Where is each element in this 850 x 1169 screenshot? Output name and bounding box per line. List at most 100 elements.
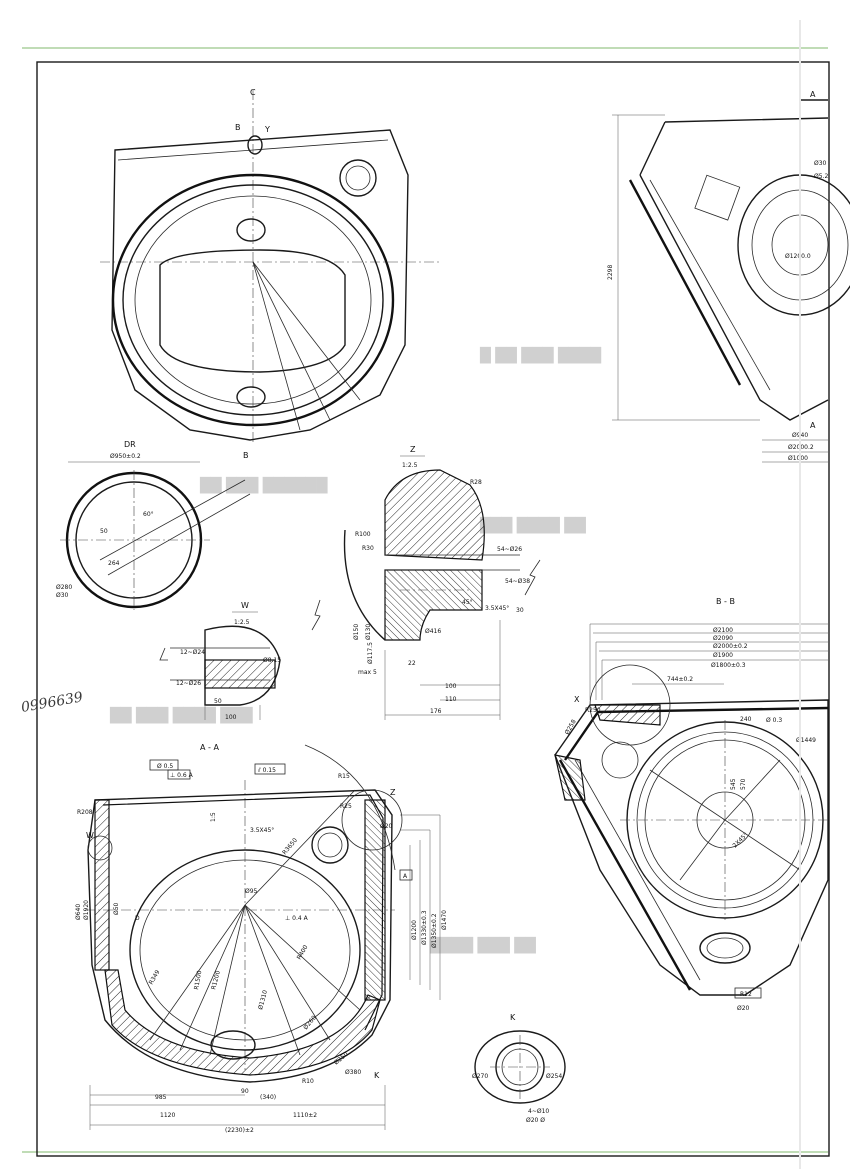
svg-text:(2230)±2: (2230)±2 — [225, 1127, 254, 1134]
svg-text:⊥ 0.4 A: ⊥ 0.4 A — [285, 915, 309, 922]
svg-text:3.5X45°: 3.5X45° — [250, 827, 274, 834]
svg-text:Ø5.2: Ø5.2 — [814, 173, 828, 180]
svg-text:100: 100 — [225, 714, 237, 721]
svg-text:Z: Z — [390, 788, 396, 797]
right-view-a-top: A — [810, 90, 816, 99]
svg-text:Ø130: Ø130 — [365, 624, 372, 640]
svg-text:3.5X45°: 3.5X45° — [485, 605, 509, 612]
svg-text:1:2.5: 1:2.5 — [234, 619, 250, 626]
section-bb: B - B Ø2100 Ø2090 Ø2000±0.2 Ø1900 Ø1800±… — [554, 597, 829, 1012]
svg-text:54~Ø26: 54~Ø26 — [497, 546, 522, 553]
svg-text:Ø254: Ø254 — [546, 1073, 562, 1080]
svg-text:R250: R250 — [585, 707, 601, 714]
svg-text:Ø150: Ø150 — [353, 624, 360, 640]
svg-text:22: 22 — [408, 660, 416, 667]
detail-k: K Ø270 Ø254 4~Ø10 Ø20 Ø — [472, 1013, 566, 1124]
svg-text:Ø 0.3: Ø 0.3 — [766, 717, 782, 724]
svg-text:███ ████ ██: ███ ████ ██ — [479, 516, 586, 534]
svg-text:R30: R30 — [362, 545, 374, 552]
svg-text:R15: R15 — [338, 773, 350, 780]
svg-text:Ø20: Ø20 — [737, 1005, 750, 1012]
svg-text:Ø20: Ø20 — [380, 823, 393, 830]
svg-text:Ø1200: Ø1200 — [411, 920, 418, 940]
svg-text:Ø8.15: Ø8.15 — [263, 657, 281, 664]
svg-text:Ø1200.0: Ø1200.0 — [785, 253, 811, 260]
svg-text:Ø1350±0.2: Ø1350±0.2 — [431, 913, 438, 948]
svg-text:██ ███ ████ ███: ██ ███ ████ ███ — [109, 706, 253, 724]
svg-text:Ø258: Ø258 — [564, 718, 578, 736]
svg-text:████ ███ ██: ████ ███ ██ — [429, 936, 536, 954]
svg-text:Ø1449: Ø1449 — [796, 737, 816, 744]
svg-text:12~Ø26: 12~Ø26 — [176, 680, 201, 687]
svg-text:K: K — [374, 1071, 380, 1080]
svg-text:45°: 45° — [462, 599, 473, 606]
svg-text:Ø50: Ø50 — [113, 902, 120, 915]
svg-text:100: 100 — [445, 683, 457, 690]
section-c-label: C — [250, 88, 256, 97]
section-aa: A - A — [75, 743, 448, 1134]
svg-text:R25: R25 — [340, 803, 352, 810]
svg-text:Ø117.5: Ø117.5 — [367, 642, 374, 664]
svg-text:4~Ø10: 4~Ø10 — [528, 1108, 549, 1115]
svg-text:Ø2100: Ø2100 — [713, 627, 733, 634]
svg-text:Ø1310: Ø1310 — [257, 989, 269, 1010]
svg-text:Ø950±0.2: Ø950±0.2 — [110, 453, 141, 460]
svg-text:90: 90 — [241, 1088, 249, 1095]
svg-text:110: 110 — [445, 696, 457, 703]
detail-w-title: W — [241, 601, 249, 610]
svg-text:50: 50 — [214, 698, 222, 705]
svg-text:Ø1000: Ø1000 — [788, 455, 808, 462]
svg-text:1:2.5: 1:2.5 — [402, 462, 418, 469]
svg-text:744±0.2: 744±0.2 — [667, 676, 693, 683]
svg-text:R100: R100 — [355, 531, 371, 538]
section-b-bottom-label: B — [243, 451, 249, 460]
svg-text:545: 545 — [730, 778, 737, 790]
detail-dr-title: DR — [124, 440, 136, 449]
svg-text:(340): (340) — [260, 1094, 276, 1101]
svg-text:1110±2: 1110±2 — [293, 1112, 317, 1119]
ghost-text: █ ██ ███ ████ ██ ███ ██████ ███ ████ ██ … — [109, 346, 601, 954]
svg-text:Ø280: Ø280 — [56, 584, 72, 591]
svg-text:Ø416: Ø416 — [425, 628, 441, 635]
detail-z: Z 1:2.5 R28 R100 R30 54~Ø26 54~Ø38 3.5X4… — [311, 445, 541, 720]
svg-text:570: 570 — [740, 778, 747, 790]
right-view: A A Ø940 Ø2000.2 Ø1000 2298 Ø30 Ø5.2 Ø12… — [607, 90, 850, 463]
svg-text:Ø1900: Ø1900 — [713, 652, 733, 659]
svg-text:264: 264 — [108, 560, 120, 567]
svg-text:██ ███ ██████: ██ ███ ██████ — [199, 476, 328, 494]
svg-text:A: A — [403, 873, 408, 880]
svg-text:Ø380: Ø380 — [345, 1069, 361, 1076]
svg-text:54~Ø38: 54~Ø38 — [505, 578, 530, 585]
svg-text:Ø30: Ø30 — [814, 160, 827, 167]
section-y-label: Y — [264, 125, 270, 134]
svg-text:R28: R28 — [470, 479, 482, 486]
svg-text:R1200: R1200 — [210, 970, 222, 991]
svg-text:Ø 0.5: Ø 0.5 — [157, 763, 173, 770]
svg-text:Ø1470: Ø1470 — [441, 910, 448, 930]
svg-text:Ø270: Ø270 — [472, 1073, 488, 1080]
svg-text:█ ██ ███ ████: █ ██ ███ ████ — [479, 346, 601, 364]
svg-text:Ø1920: Ø1920 — [83, 900, 90, 920]
section-b-label: B — [235, 123, 241, 132]
svg-text:Ø640: Ø640 — [75, 904, 82, 920]
svg-text:Ø1330±0.3: Ø1330±0.3 — [421, 910, 428, 945]
svg-text:Ø30: Ø30 — [56, 592, 69, 599]
svg-text:50: 50 — [100, 528, 108, 535]
svg-text:R208: R208 — [77, 809, 93, 816]
section-bb-title: B - B — [716, 597, 735, 606]
right-view-a-bottom: A — [810, 421, 816, 430]
svg-text:max 5: max 5 — [358, 669, 377, 676]
detail-z-title: Z — [410, 445, 416, 454]
svg-text:R349: R349 — [148, 969, 162, 986]
svg-text:W: W — [86, 831, 94, 840]
svg-text:60°: 60° — [143, 511, 154, 518]
svg-text:Ø2090: Ø2090 — [713, 635, 733, 642]
svg-text:240: 240 — [740, 716, 752, 723]
svg-text:1120: 1120 — [160, 1112, 175, 1119]
svg-text:30: 30 — [516, 607, 524, 614]
section-aa-title: A - A — [200, 743, 219, 752]
svg-text:12~Ø24: 12~Ø24 — [180, 649, 205, 656]
detail-k-title: K — [510, 1013, 516, 1022]
